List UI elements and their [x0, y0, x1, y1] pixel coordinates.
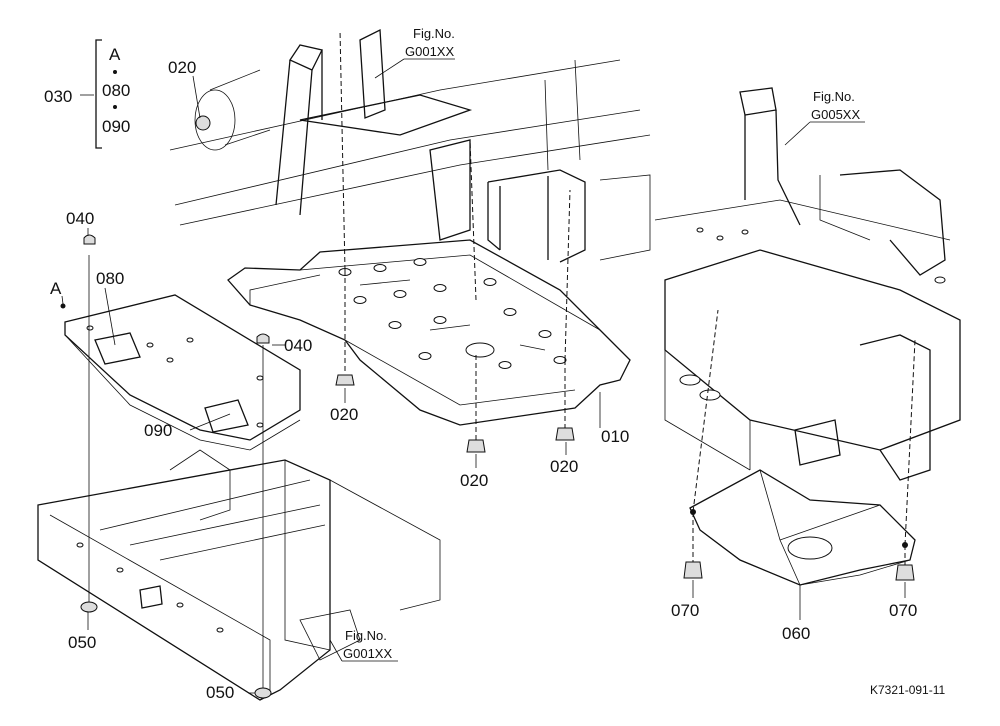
drawing-code: K7321-091-11	[870, 683, 945, 697]
assembly-lines	[88, 29, 916, 690]
fig-ref-right-label: Fig.No.	[813, 89, 855, 104]
callout-090: 090	[144, 421, 172, 440]
callout-080: 080	[96, 269, 124, 288]
fig-ref-bottom-code: G001XX	[343, 646, 392, 661]
callout-brace-080: 080	[102, 81, 130, 100]
callout-050-bottom: 050	[206, 683, 234, 702]
callout-070-left: 070	[671, 601, 699, 620]
cover-plate-080-090	[60, 294, 301, 451]
part-group-030	[95, 39, 117, 149]
figure-references: Fig.No. G001XX Fig.No. G001XX Fig.No. G0…	[343, 26, 860, 661]
callout-040-left: 040	[66, 209, 94, 228]
leader-lines	[61, 58, 906, 694]
callout-020-top: 020	[168, 58, 196, 77]
callout-030: 030	[44, 87, 72, 106]
tractor-frame-lower	[37, 449, 441, 701]
fig-ref-top-code: G001XX	[405, 44, 454, 59]
callout-020-mid: 020	[460, 471, 488, 490]
callout-050-left: 050	[68, 633, 96, 652]
fasteners	[80, 234, 915, 699]
fig-ref-right-code: G005XX	[811, 107, 860, 122]
tractor-frame-right	[654, 87, 961, 481]
fig-ref-bottom-label: Fig.No.	[345, 628, 387, 643]
callout-010: 010	[601, 427, 629, 446]
callout-labels: 030 A 080 090 020 040 A 080 040 090 020 …	[44, 45, 917, 702]
callout-040-right: 040	[284, 336, 312, 355]
callout-070-right: 070	[889, 601, 917, 620]
skid-plate-060	[689, 469, 916, 586]
callout-brace-a: A	[109, 45, 121, 64]
callout-brace-090: 090	[102, 117, 130, 136]
callout-020-left: 020	[330, 405, 358, 424]
tractor-frame-upper	[169, 28, 651, 263]
callout-060: 060	[782, 624, 810, 643]
fig-ref-top-label: Fig.No.	[413, 26, 455, 41]
callout-a: A	[50, 279, 62, 298]
callout-020-right: 020	[550, 457, 578, 476]
